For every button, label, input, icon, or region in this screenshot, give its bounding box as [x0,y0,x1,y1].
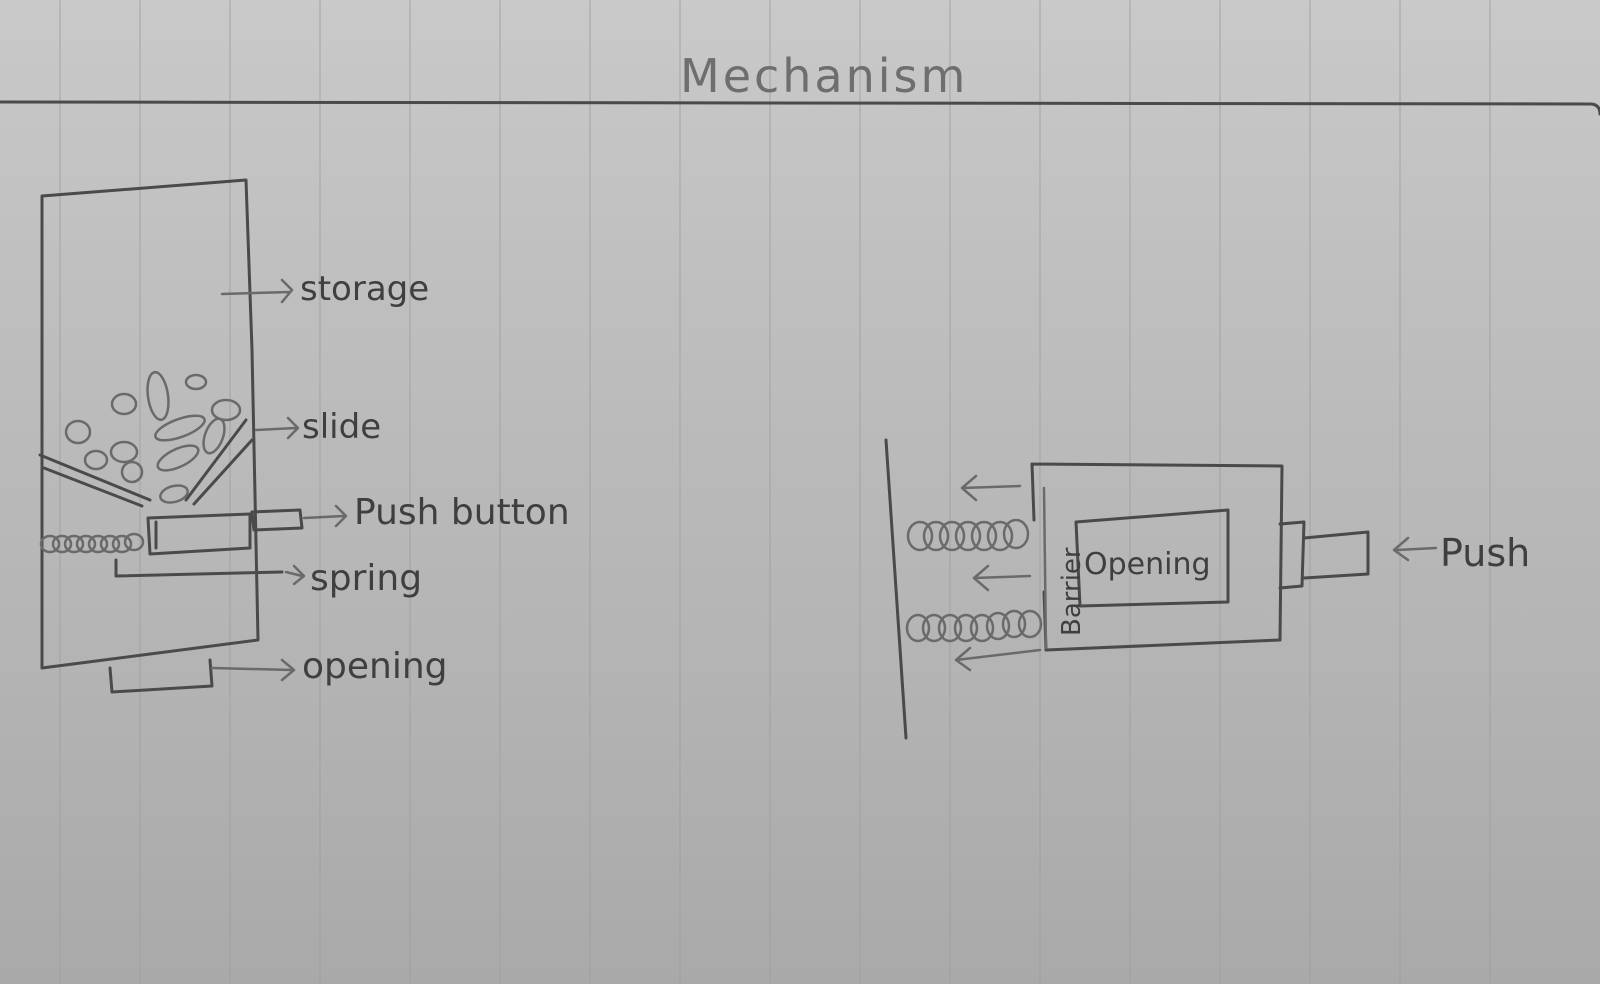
push-housing [1278,520,1306,590]
storage-arrow [220,278,294,304]
motion-arrow-bottom [954,646,1042,672]
label-push: Push [1440,531,1530,575]
push-arrow [1392,536,1438,562]
label-barrier: Barrier [1057,547,1087,636]
slide-arrow [254,416,300,440]
slide-right [184,418,254,506]
page-title: Mechanism [680,49,968,103]
push-button-stem [250,508,304,532]
storage-container [40,178,260,670]
push-stem [1302,530,1370,580]
upper-spring [906,518,1030,552]
label-push-button: Push button [354,492,570,533]
push-button-arrow [302,504,348,528]
opening-arrow [210,658,296,682]
lower-spring [905,609,1043,643]
slide-left [38,453,152,508]
label-slide: slide [302,407,381,447]
wall-line [884,438,908,740]
bottom-opening-tab [108,658,214,694]
notebook-rules [59,0,1491,984]
side-view: storage slide Push button spring opening [38,178,570,694]
frame-top-line [0,100,1600,116]
barrier-divider [1042,486,1048,650]
motion-arrow-top [960,474,1022,502]
top-view: Barrier Opening Push [884,438,1530,740]
spring-arrow [284,564,306,586]
label-top-opening: Opening [1084,547,1211,582]
label-storage: storage [300,269,429,309]
label-opening: opening [302,646,448,687]
spring-coils [39,532,145,554]
label-spring: spring [310,558,422,599]
lower-guide [114,558,284,578]
motion-arrow-middle [972,564,1032,592]
push-block [146,512,252,556]
inner-opening-box [1074,508,1230,608]
pills [64,370,242,504]
